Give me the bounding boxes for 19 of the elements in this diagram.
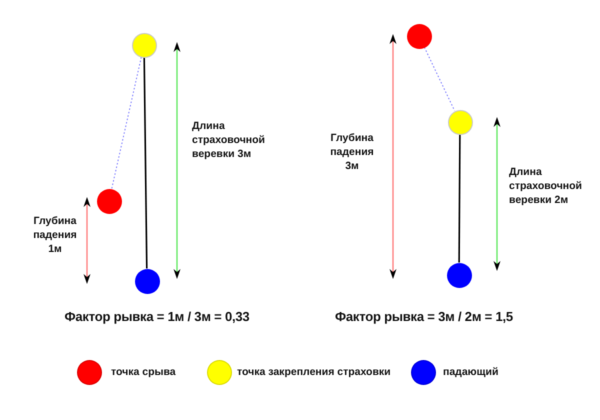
rope-line — [458, 134, 461, 262]
legend-label: точка закрепления страховки — [237, 365, 391, 379]
circle-marker — [448, 110, 472, 134]
circle-marker — [134, 268, 160, 294]
dimension-label: Длина страховочной веревки 3м — [192, 119, 266, 161]
formula-text: Фактор рывка = 1м / 3м = 0,33 — [64, 309, 250, 325]
dimension-label: Глубина падения 1м — [32, 214, 78, 256]
rope-line — [143, 58, 148, 268]
dimension-label: Длина страховочной веревки 2м — [509, 165, 584, 207]
dotted-line — [424, 46, 456, 112]
dotted-line — [111, 56, 142, 190]
circle-marker — [96, 188, 122, 214]
circle-marker — [406, 24, 432, 48]
circle-marker — [132, 32, 156, 58]
formula-text: Фактор рывка = 3м / 2м = 1,5 — [335, 309, 513, 325]
legend-label: падающий — [443, 365, 498, 379]
circle-marker — [446, 262, 472, 288]
dimension-label: Глубина падения 3м — [329, 131, 375, 173]
legend-label: точка срыва — [111, 365, 176, 379]
